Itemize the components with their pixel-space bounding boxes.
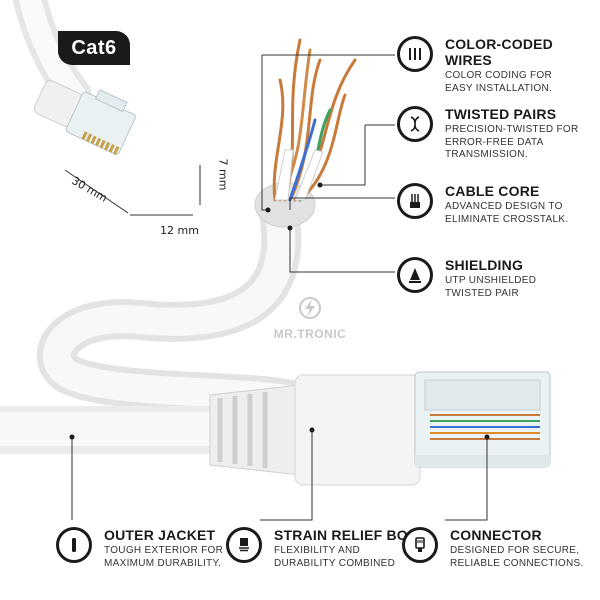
feature-desc-line: DURABILITY COMBINED (274, 557, 396, 569)
feature-color-coded-wires: COLOR-CODED WIRES COLOR CODING FOR EASY … (397, 36, 600, 95)
feature-desc-line: TWISTED PAIR (445, 287, 519, 299)
strain-relief-boot (209, 374, 421, 486)
feature-desc-line: ADVANCED DESIGN TO (445, 201, 563, 212)
feature-desc: FLEXIBILITY AND DURABILITY COMBINED (274, 545, 428, 570)
feature-desc-line: MAXIMUM DURABILITY. (104, 557, 222, 569)
feature-outer-jacket: OUTER JACKET TOUGH EXTERIOR FOR MAXIMUM … (56, 527, 223, 570)
feature-desc-line: TOUGH EXTERIOR FOR (104, 545, 224, 556)
feature-desc-line: ERROR-FREE DATA (445, 136, 544, 148)
shielding-icon (397, 257, 433, 293)
strain-relief-icon (226, 527, 262, 563)
feature-desc: PRECISION-TWISTED FOR ERROR-FREE DATA TR… (445, 124, 579, 162)
connector-icon (402, 527, 438, 563)
feature-desc: COLOR CODING FOR EASY INSTALLATION. (445, 70, 600, 95)
feature-title: CABLE CORE (445, 183, 540, 199)
brand-logo: MR.TRONIC (270, 296, 350, 341)
feature-desc-line: EASY INSTALLATION. (445, 82, 553, 94)
feature-shielding: SHIELDING UTP UNSHIELDED TWISTED PAIR (397, 257, 536, 300)
bottom-rj45-connector (414, 371, 551, 468)
feature-desc: UTP UNSHIELDED TWISTED PAIR (445, 275, 536, 300)
dimension-height-label: 7 mm (216, 158, 230, 191)
feature-desc: ADVANCED DESIGN TO ELIMINATE CROSSTALK. (445, 201, 568, 226)
feature-desc-line: PRECISION-TWISTED FOR (445, 124, 579, 135)
feature-desc-line: RELIABLE CONNECTIONS. (450, 557, 584, 569)
feature-title: CONNECTOR (450, 527, 542, 543)
feature-title: TWISTED PAIRS (445, 106, 557, 122)
feature-desc-line: UTP UNSHIELDED (445, 275, 537, 286)
logo-text: MR.TRONIC (273, 327, 347, 341)
feature-title: COLOR-CODED WIRES (445, 36, 553, 68)
outer-jacket-icon (56, 527, 92, 563)
feature-strain-relief-boot: STRAIN RELIEF BOOT FLEXIBILITY AND DURAB… (226, 527, 428, 570)
feature-title: OUTER JACKET (104, 527, 216, 543)
feature-desc-line: ELIMINATE CROSSTALK. (445, 213, 569, 225)
feature-connector: CONNECTOR DESIGNED FOR SECURE, RELIABLE … (402, 527, 584, 570)
category-badge: Cat6 (58, 31, 130, 65)
colored-wires-icon (397, 36, 433, 72)
lightning-bolt-logo-icon (299, 297, 321, 319)
feature-twisted-pairs: TWISTED PAIRS PRECISION-TWISTED FOR ERRO… (397, 106, 579, 162)
feature-desc: DESIGNED FOR SECURE, RELIABLE CONNECTION… (450, 545, 584, 570)
feature-desc: TOUGH EXTERIOR FOR MAXIMUM DURABILITY. (104, 545, 223, 570)
feature-desc-line: COLOR CODING FOR (445, 70, 553, 81)
feature-desc-line: DESIGNED FOR SECURE, (450, 545, 580, 556)
cable-core-icon (397, 183, 433, 219)
feature-title: STRAIN RELIEF BOOT (274, 527, 428, 543)
feature-desc-line: FLEXIBILITY AND (274, 545, 361, 556)
feature-desc-line: TRANSMISSION. (445, 149, 528, 160)
twisted-pair-icon (397, 106, 433, 142)
feature-cable-core: CABLE CORE ADVANCED DESIGN TO ELIMINATE … (397, 183, 568, 226)
feature-title: SHIELDING (445, 257, 524, 273)
top-rj45-connector (33, 80, 136, 156)
dimension-depth-label: 12 mm (160, 224, 199, 237)
cut-cable-end (254, 38, 357, 228)
